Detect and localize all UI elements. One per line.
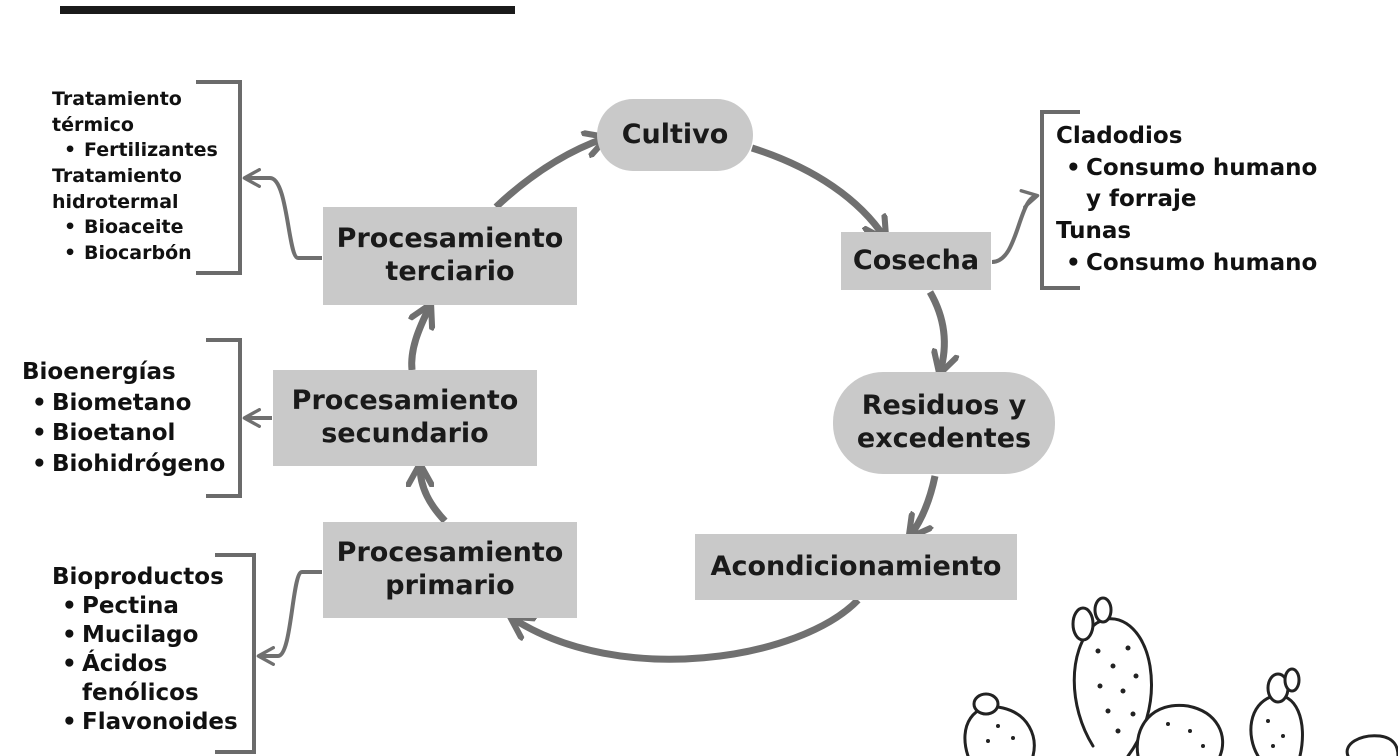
node-secundario-label: Procesamiento secundario <box>291 385 519 449</box>
list-item-text: Fertilizantes <box>84 139 218 162</box>
bracket-terciario <box>196 80 242 275</box>
arrow-primario-to-products <box>256 570 322 666</box>
bioproductos-list: Pectina Mucilago Ácidos fenólicos Flavon… <box>52 592 238 737</box>
bioproductos-title: Bioproductos <box>52 564 224 590</box>
termico-list: Fertilizantes <box>52 138 218 164</box>
tratamiento-hidrotermal-title: Tratamiento hidrotermal <box>52 164 182 213</box>
list-item-text: Pectina <box>82 592 179 619</box>
list-item-text: Flavonoides <box>82 708 238 735</box>
header-rule <box>60 6 515 14</box>
node-primario: Procesamiento primario <box>323 522 577 618</box>
node-secundario: Procesamiento secundario <box>273 370 537 466</box>
list-item: Biocarbón <box>52 241 218 267</box>
secundario-products: Bioenergías Biometano Bioetanol Biohidró… <box>22 357 225 479</box>
arrow-secundario-to-terciario <box>412 306 430 371</box>
arrow-terciario-to-products <box>242 168 322 260</box>
cladodios-list: Consumo humano y forraje <box>1056 153 1317 216</box>
node-residuos-label: Residuos y excedentes <box>856 390 1032 454</box>
node-acondicionamiento-label: Acondicionamiento <box>710 550 1002 582</box>
node-cosecha-label: Cosecha <box>852 244 980 276</box>
list-item-text: Biocarbón <box>84 241 192 264</box>
node-cultivo: Cultivo <box>597 99 753 171</box>
primario-products: Bioproductos Pectina Mucilago Ácidos fen… <box>52 563 238 737</box>
list-item-text: Biometano <box>52 389 192 416</box>
arrow-cosecha-to-residuos <box>926 290 944 372</box>
cactus-illustration <box>963 596 1398 756</box>
node-cosecha: Cosecha <box>841 232 991 290</box>
list-item: Biometano <box>22 388 225 419</box>
list-item-text: Consumo humano y forraje <box>1086 154 1318 213</box>
bioenergias-title: Bioenergías <box>22 359 176 385</box>
list-item: Ácidos fenólicos <box>52 650 238 708</box>
list-item: Mucilago <box>52 621 238 650</box>
list-item-text: Bioaceite <box>84 216 184 239</box>
list-item: Bioaceite <box>52 215 218 241</box>
tunas-title: Tunas <box>1056 218 1132 245</box>
bioenergias-list: Biometano Bioetanol Biohidrógeno <box>22 388 225 480</box>
hidrotermal-list: Bioaceite Biocarbón <box>52 215 218 266</box>
list-item: Pectina <box>52 592 238 621</box>
arrow-terciario-to-cultivo <box>493 138 605 210</box>
arrow-cosecha-to-products <box>991 189 1040 264</box>
cosecha-products: Cladodios Consumo humano y forraje Tunas… <box>1056 121 1317 280</box>
list-item-text: Biohidrógeno <box>52 450 226 477</box>
arrow-primario-to-secundario <box>420 466 448 524</box>
node-acondicionamiento: Acondicionamiento <box>695 534 1017 600</box>
bracket-primario <box>215 553 256 754</box>
list-item-text: Mucilago <box>82 621 199 648</box>
arrow-acondicionamiento-to-primario <box>512 597 861 663</box>
list-item-text: Consumo humano <box>1086 249 1318 276</box>
tunas-list: Consumo humano <box>1056 248 1317 280</box>
arrow-cultivo-to-cosecha <box>750 144 885 238</box>
list-item: Biohidrógeno <box>22 449 225 480</box>
cladodios-title: Cladodios <box>1056 123 1183 149</box>
list-item: Consumo humano y forraje <box>1056 153 1317 216</box>
arrow-residuos-to-acondicionamiento <box>910 475 939 536</box>
list-item: Bioetanol <box>22 418 225 449</box>
node-primario-label: Procesamiento primario <box>336 537 564 601</box>
node-terciario-label: Procesamiento terciario <box>336 223 564 287</box>
list-item-text: Bioetanol <box>52 420 176 447</box>
bracket-secundario <box>206 338 242 498</box>
list-item: Fertilizantes <box>52 138 218 164</box>
list-item-text: Ácidos fenólicos <box>82 650 199 706</box>
node-residuos: Residuos y excedentes <box>833 372 1055 474</box>
list-item: Flavonoides <box>52 708 238 737</box>
list-item: Consumo humano <box>1056 248 1317 280</box>
node-cultivo-label: Cultivo <box>621 118 729 150</box>
node-terciario: Procesamiento terciario <box>323 207 577 305</box>
tratamiento-termico-title: Tratamiento térmico <box>52 88 182 136</box>
bracket-cosecha <box>1040 110 1080 290</box>
terciario-products: Tratamiento térmico Fertilizantes Tratam… <box>52 87 218 266</box>
